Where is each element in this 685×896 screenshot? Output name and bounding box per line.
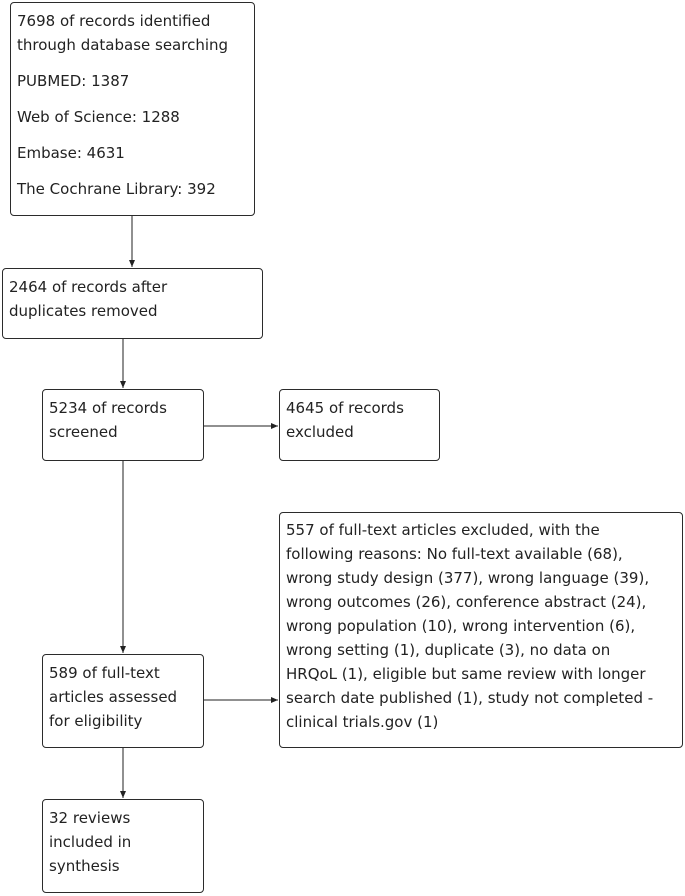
source-web-of-science: Web of Science: 1288	[17, 108, 180, 126]
fulltext-assessed-line-1: 589 of full-text	[49, 664, 160, 682]
fulltext-assessed-line-3: for eligibility	[49, 712, 143, 730]
duplicates-removed-line-2: duplicates removed	[9, 302, 158, 320]
records-identified-line-1: 7698 of records identified	[17, 12, 211, 30]
fulltext-excluded-line-8: search date published (1), study not com…	[286, 689, 654, 707]
fulltext-excluded-line-7: HRQoL (1), eligible but same review with…	[286, 665, 646, 683]
fulltext-excluded-box: 557 of full-text articles excluded, with…	[279, 512, 683, 748]
records-excluded-box: 4645 of records excluded	[279, 389, 440, 461]
source-embase: Embase: 4631	[17, 144, 125, 162]
records-screened-line-1: 5234 of records	[49, 399, 167, 417]
reviews-included-line-1: 32 reviews	[49, 809, 131, 827]
fulltext-excluded-line-1: 557 of full-text articles excluded, with…	[286, 521, 600, 539]
records-identified-box: 7698 of records identified through datab…	[10, 2, 255, 216]
fulltext-assessed-line-2: articles assessed	[49, 688, 178, 706]
reviews-included-line-3: synthesis	[49, 857, 120, 875]
source-pubmed: PUBMED: 1387	[17, 72, 130, 90]
source-cochrane-library: The Cochrane Library: 392	[17, 180, 216, 198]
records-excluded-line-2: excluded	[286, 423, 354, 441]
records-screened-line-2: screened	[49, 423, 118, 441]
fulltext-excluded-line-4: wrong outcomes (26), conference abstract…	[286, 593, 647, 611]
duplicates-removed-line-1: 2464 of records after	[9, 278, 168, 296]
fulltext-excluded-line-3: wrong study design (377), wrong language…	[286, 569, 650, 587]
fulltext-excluded-line-2: following reasons: No full-text availabl…	[286, 545, 623, 563]
records-screened-box: 5234 of records screened	[42, 389, 204, 461]
fulltext-excluded-line-5: wrong population (10), wrong interventio…	[286, 617, 636, 635]
fulltext-assessed-box: 589 of full-text articles assessed for e…	[42, 654, 204, 748]
fulltext-excluded-line-9: clinical trials.gov (1)	[286, 713, 439, 731]
records-identified-line-2: through database searching	[17, 36, 229, 54]
fulltext-excluded-line-6: wrong setting (1), duplicate (3), no dat…	[286, 641, 611, 659]
records-excluded-line-1: 4645 of records	[286, 399, 404, 417]
reviews-included-line-2: included in	[49, 833, 132, 851]
records-identified-title: 7698 of records identified through datab…	[17, 9, 248, 57]
reviews-included-box: 32 reviews included in synthesis	[42, 799, 204, 893]
duplicates-removed-box: 2464 of records after duplicates removed	[2, 268, 263, 339]
